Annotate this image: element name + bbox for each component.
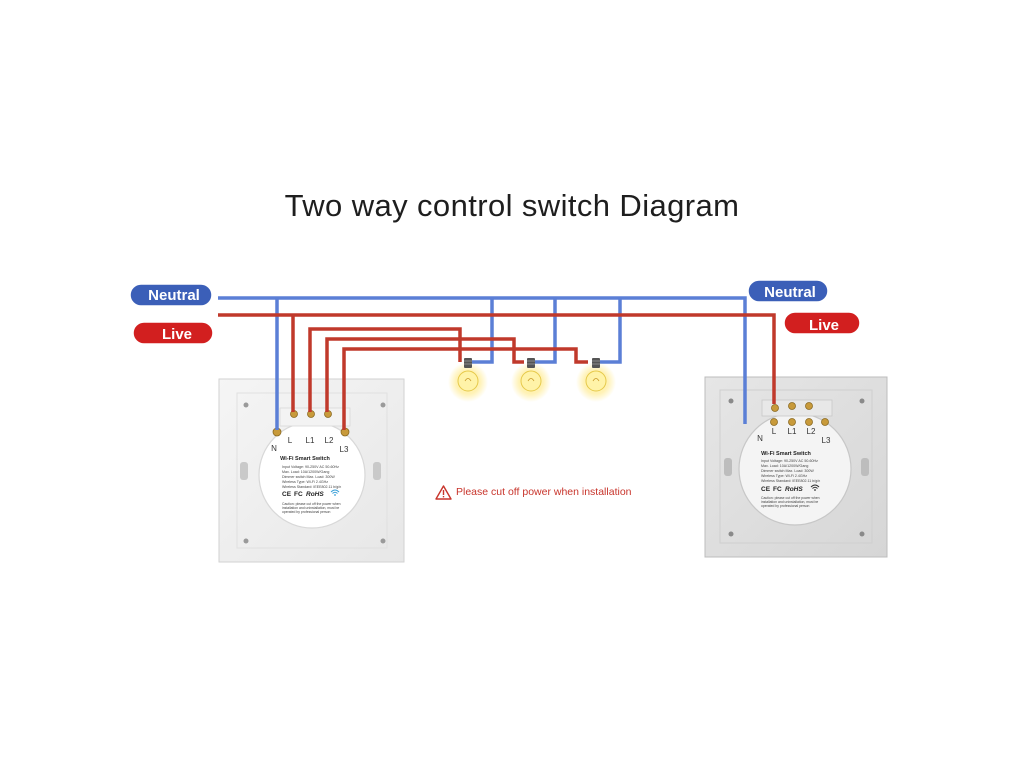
neutral-main-wire [218, 296, 747, 424]
live-label-left: Live [162, 326, 192, 343]
right-terminal-l1: L1 [788, 427, 797, 436]
left-spec-line: Wireless Type: Wi-Fi 2.4GHz [282, 480, 328, 484]
left-terminal-l1: L1 [306, 436, 315, 445]
mount-slot [373, 462, 381, 480]
live-main-wire [218, 313, 776, 404]
neutral-wires [218, 296, 747, 430]
screw-hole [859, 531, 865, 537]
right-terminal-block [770, 402, 829, 426]
fc-mark: FC [773, 486, 782, 493]
mount-slot [861, 458, 869, 476]
left-spec-line: Max. Load: 10A/1200W/Gang [282, 470, 329, 474]
mount-slot [240, 462, 248, 480]
light-bulb-icon [576, 358, 616, 402]
neutral-label-left: Neutral [148, 287, 200, 304]
mount-slot [724, 458, 732, 476]
ce-mark: CE [761, 486, 771, 493]
left-caution-line: installation and uninstallation, must be [282, 506, 339, 510]
right-switch: N L L1 L2 L3 Wi-Fi Smart Switch Input Vo… [704, 376, 888, 558]
left-spec-line: Dimmer switch Max. Load: 300W [282, 475, 335, 479]
neutral-lamp3-wire [600, 298, 622, 364]
screw-hole [728, 531, 734, 537]
l1-lamp1-wire [308, 327, 462, 412]
right-caution-line: operated by professional person [761, 504, 810, 508]
warning-notice: Please cut off power when installation [435, 483, 632, 501]
wifi-icon [810, 484, 820, 491]
ce-mark: CE [282, 491, 292, 498]
light-bulb-icon [511, 358, 551, 402]
neutral-badge-left: Neutral [129, 283, 213, 307]
neutral-badge-right: Neutral [747, 279, 829, 303]
light-bulb-icon [448, 358, 488, 402]
left-caution-line: operated by professional person [282, 510, 331, 514]
left-caution-line: Caution: please cut off the power when [282, 502, 341, 506]
right-spec-line: Wireless Standard: IEEE802.11 b/g/n [761, 479, 820, 483]
live-badge-right: Live [783, 311, 861, 335]
rohs-mark: RoHS [785, 486, 803, 493]
live-wires [218, 313, 776, 430]
right-spec-line: Wireless Type: Wi-Fi 2.4GHz [761, 474, 807, 478]
live-badge-left: Live [132, 321, 214, 345]
right-caution-line: installation and uninstallation, must be [761, 500, 818, 504]
right-spec-line: Input Voltage: 90-250V AC 50-60Hz [761, 459, 818, 463]
wifi-icon [330, 489, 340, 496]
right-terminal-n: N [757, 434, 763, 443]
live-label-right: Live [809, 317, 839, 334]
left-spec-line: Wireless Standard: IEEE802.11 b/g/n [282, 485, 341, 489]
warning-text: Please cut off power when installation [456, 486, 632, 498]
screw-hole [243, 538, 249, 544]
left-terminal-l: L [288, 436, 293, 445]
left-terminal-l3: L3 [340, 445, 349, 454]
neutral-lamp1-wire [472, 298, 494, 364]
screw-hole [859, 398, 865, 404]
right-caution-line: Caution: please cut off the power when [761, 496, 820, 500]
left-terminal-n: N [271, 444, 277, 453]
right-terminal-l3: L3 [822, 436, 831, 445]
right-terminal-l: L [772, 427, 777, 436]
screw-hole [243, 402, 249, 408]
neutral-label-right: Neutral [764, 284, 816, 301]
right-product-name: Wi-Fi Smart Switch [761, 451, 811, 457]
right-spec-line: Max. Load: 10A/1200W/Gang [761, 464, 808, 468]
screw-hole [380, 402, 386, 408]
screw-hole [380, 538, 386, 544]
rohs-mark: RoHS [306, 491, 324, 498]
left-product-name: Wi-Fi Smart Switch [280, 456, 330, 462]
right-spec-line: Dimmer switch Max. Load: 300W [761, 469, 814, 473]
warning-triangle-icon [435, 484, 452, 500]
l2-lamp2-wire [325, 337, 524, 412]
right-terminal-l2: L2 [807, 427, 816, 436]
neutral-lamp2-wire [535, 298, 557, 364]
fc-mark: FC [294, 491, 303, 498]
left-terminal-l2: L2 [325, 436, 334, 445]
screw-hole [728, 398, 734, 404]
diagram-title: Two way control switch Diagram [284, 188, 740, 223]
left-spec-line: Input Voltage: 90-250V AC 50-60Hz [282, 465, 339, 469]
l3-lamp3-wire [342, 347, 588, 430]
